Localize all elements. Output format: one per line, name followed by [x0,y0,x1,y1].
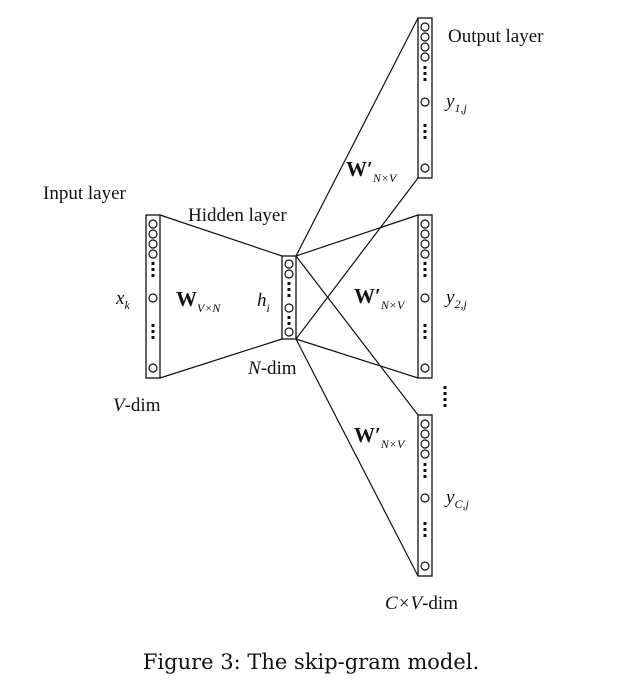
y-Cj-symbol: yC,j [444,487,469,511]
w-prime-top-symbol: W′N×V [346,157,398,185]
hidden-output2-bottom-line [295,338,419,379]
output2-column [417,214,433,379]
hidden-layer-column [281,255,297,340]
hidden-output1-top-line [295,17,419,257]
output-layer-label: Output layer [448,26,544,47]
w-prime-middle-symbol: W′N×V [354,284,406,312]
y-2j-symbol: y2,j [444,287,467,311]
connections [159,17,419,577]
hidden-outputC-top-line [295,255,419,416]
cv-dim-label: C×V-dim [385,593,458,614]
figure-caption: Figure 3: The skip-gram model. [143,650,479,674]
h-i-symbol: hi [257,290,270,315]
hidden-outputC-bottom-line [295,338,419,577]
w-vxn-symbol: WV×N [176,287,221,315]
input-layer-column [145,214,161,379]
input-hidden-top-line [159,214,283,257]
x-k-symbol: xk [115,288,130,312]
hidden-layer-label: Hidden layer [188,205,287,226]
output1-column [417,17,433,179]
output-ellipsis [443,386,447,407]
outputC-column [417,414,433,577]
hidden-output2-top-line [295,214,419,257]
input-hidden-bottom-line [159,338,283,379]
w-prime-bottom-symbol: W′N×V [354,423,406,451]
hidden-output1-bottom-line [295,177,419,340]
input-layer-label: Input layer [43,183,127,204]
n-dim-label: N-dim [247,358,297,379]
y-1j-symbol: y1,j [444,91,467,115]
v-dim-label: V-dim [113,395,161,416]
